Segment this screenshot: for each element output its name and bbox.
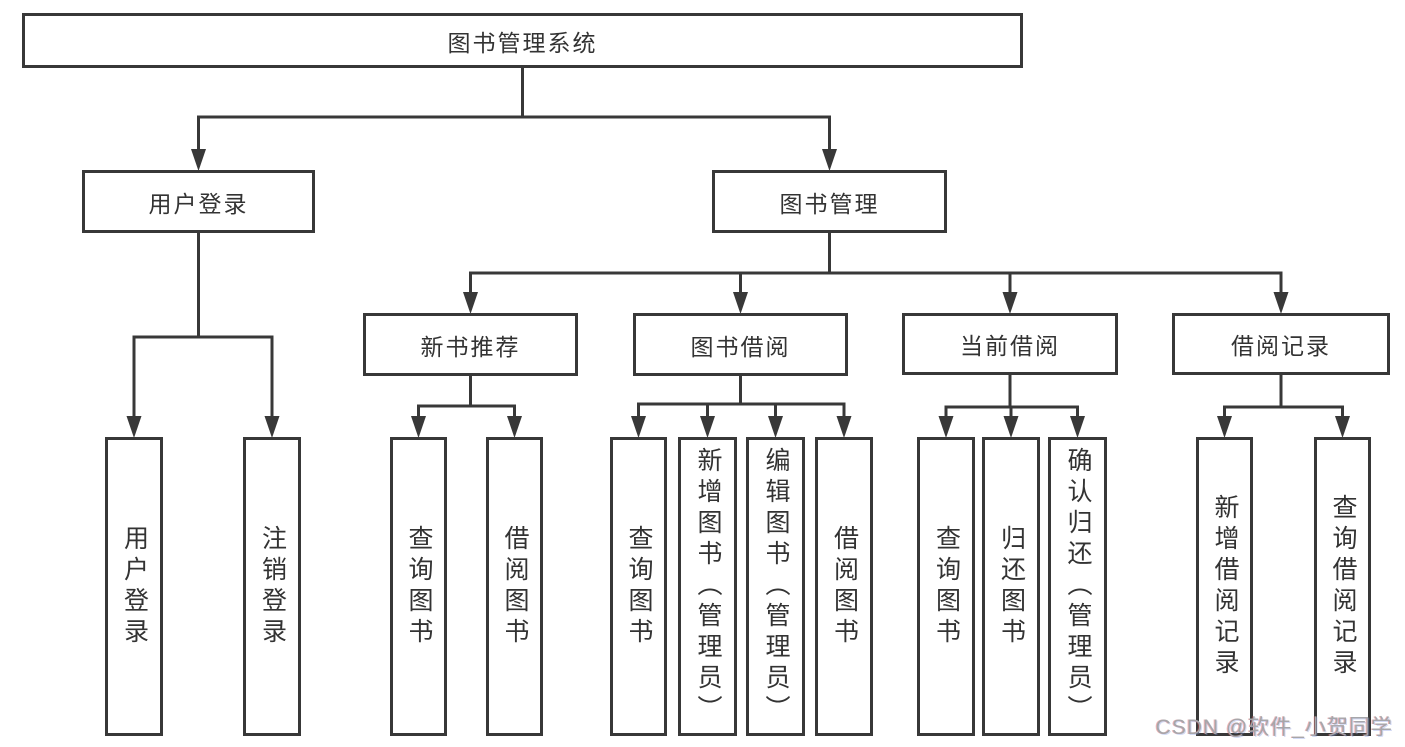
node-label: 新增图书（管理员）	[694, 447, 722, 726]
node-label: 借阅图书	[501, 524, 529, 649]
node-label: 用户登录	[148, 190, 249, 217]
node-borrow-books-borrowing: 借阅图书	[815, 437, 873, 736]
node-edit-books-admin: 编辑图书（管理员）	[746, 437, 805, 736]
csdn-watermark: CSDN @软件_小贺同学	[1155, 716, 1393, 739]
node-label: 用户登录	[120, 524, 149, 649]
node-label: 新书推荐	[420, 333, 521, 360]
node-user-login-action: 用户登录	[105, 437, 163, 736]
node-borrow-books-recommendation: 借阅图书	[486, 437, 543, 736]
node-label: 图书管理	[779, 190, 880, 217]
node-label: 确认归还（管理员）	[1064, 447, 1092, 726]
node-new-book-recommendation: 新书推荐	[363, 313, 578, 376]
node-label: 借阅记录	[1231, 333, 1331, 359]
node-label: 归还图书	[997, 524, 1026, 649]
node-book-management: 图书管理	[712, 170, 947, 233]
node-query-borrow-record: 查询借阅记录	[1314, 437, 1371, 736]
node-current-borrowing: 当前借阅	[902, 313, 1118, 375]
node-label: 图书借阅	[690, 333, 791, 360]
node-label: 注销登录	[258, 524, 287, 649]
node-return-books: 归还图书	[982, 437, 1040, 736]
node-library-system: 图书管理系统	[22, 13, 1023, 68]
node-borrowing-records: 借阅记录	[1172, 313, 1390, 375]
node-query-books-borrowing: 查询图书	[610, 437, 667, 736]
node-label: 查询图书	[625, 524, 653, 649]
node-label: 查询图书	[932, 524, 961, 649]
node-label: 当前借阅	[960, 333, 1060, 359]
node-query-books-recommendation: 查询图书	[390, 437, 447, 736]
node-query-books-current: 查询图书	[917, 437, 975, 736]
node-add-borrow-record: 新增借阅记录	[1196, 437, 1253, 736]
node-confirm-return-admin: 确认归还（管理员）	[1048, 437, 1107, 736]
node-user-login: 用户登录	[82, 170, 315, 233]
node-label: 借阅图书	[830, 524, 859, 649]
node-label: 图书管理系统	[447, 29, 598, 56]
node-logout-action: 注销登录	[243, 437, 301, 736]
node-label: 查询图书	[405, 524, 433, 649]
node-label: 编辑图书（管理员）	[762, 447, 790, 726]
node-add-books-admin: 新增图书（管理员）	[678, 437, 737, 736]
node-label: 新增借阅记录	[1211, 493, 1239, 680]
node-label: 查询借阅记录	[1329, 493, 1357, 680]
node-book-borrowing: 图书借阅	[633, 313, 848, 376]
